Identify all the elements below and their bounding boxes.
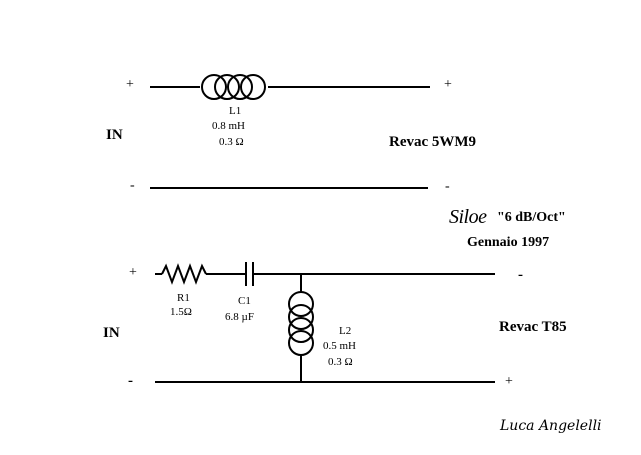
top-plus-right: + [444,77,452,92]
resistor-r1-value: 1.5Ω [170,306,192,318]
bottom-minus-right: - [518,267,523,283]
top-minus-right: - [445,179,450,194]
top-driver-name: Revac 5WM9 [389,134,477,150]
inductor-l2-symbol [288,291,314,356]
slope-title: "6 dB/Oct" [497,210,566,225]
top-circuit [150,74,430,189]
inductor-l1-value: 0.8 mH [212,120,245,132]
capacitor-c1-symbol [245,262,254,286]
bottom-plus-right: + [505,374,513,389]
brand-title: Siloe [449,206,487,228]
bottom-minus-left: - [128,373,133,389]
bottom-in-label: IN [103,325,120,341]
capacitor-c1-value: 6.8 µF [225,311,254,323]
top-plus-left: + [126,77,134,92]
inductor-l2-resistance: 0.3 Ω [328,356,353,368]
capacitor-c1-ref: C1 [238,295,251,307]
resistor-r1-ref: R1 [177,292,190,304]
inductor-l2-ref: L2 [339,325,352,337]
top-in-label: IN [106,127,123,143]
inductor-l1-ref: L1 [229,105,242,117]
resistor-r1-symbol [161,263,207,285]
author-signature: Luca Angelelli [500,418,602,434]
inductor-l1-symbol [201,74,266,100]
bottom-circuit [155,262,495,383]
inductor-l1-resistance: 0.3 Ω [219,136,244,148]
inductor-l2-value: 0.5 mH [323,340,356,352]
bottom-driver-name: Revac T85 [499,319,567,335]
bottom-plus-left: + [129,265,137,280]
top-minus-left: - [130,178,135,193]
date-title: Gennaio 1997 [467,235,550,250]
